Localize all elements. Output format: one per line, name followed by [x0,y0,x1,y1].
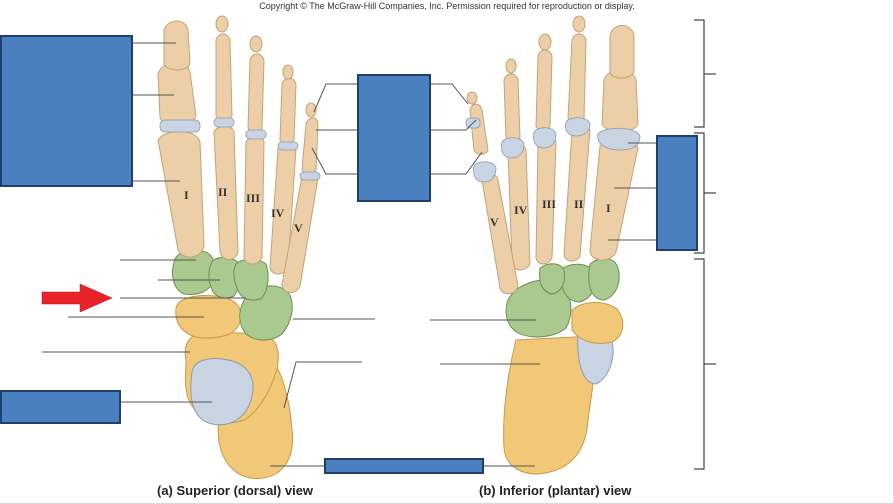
numeral-inferior-3: III [542,197,556,211]
inferior-view-foot [465,15,641,475]
numeral-superior-4: IV [271,206,285,220]
numeral-inferior-2: II [574,197,584,211]
label-box-talus[interactable] [0,390,121,424]
leader-line [431,83,469,105]
leader-line [431,151,483,175]
caption-inferior-view: (b) Inferior (plantar) view [479,483,632,498]
numeral-inferior-4: IV [514,203,528,217]
numeral-superior-5: V [294,221,303,235]
leader-line [283,361,297,409]
leader-lines [42,42,656,467]
numeral-inferior-1: I [606,201,611,215]
bracket-phalanges [694,19,705,128]
numeral-superior-3: III [246,191,260,205]
leader-line [313,83,358,113]
superior-view-foot [157,15,321,479]
copyright-notice: Copyright © The McGraw-Hill Companies, I… [259,1,635,11]
label-box-phalanges[interactable] [0,35,133,187]
label-box-metatarsals[interactable] [656,135,698,251]
brackets [694,19,716,470]
leader-line [431,119,477,131]
numeral-inferior-5: V [490,215,499,229]
red-arrow-icon [41,283,113,313]
label-box-toe-phalanges[interactable] [357,74,431,202]
leader-line [311,147,358,175]
bracket-tarsals [694,258,705,470]
caption-superior-view: (a) Superior (dorsal) view [157,483,314,498]
numeral-superior-2: II [218,185,228,199]
numeral-superior-1: I [184,188,189,202]
label-box-calcaneus[interactable] [324,458,484,474]
